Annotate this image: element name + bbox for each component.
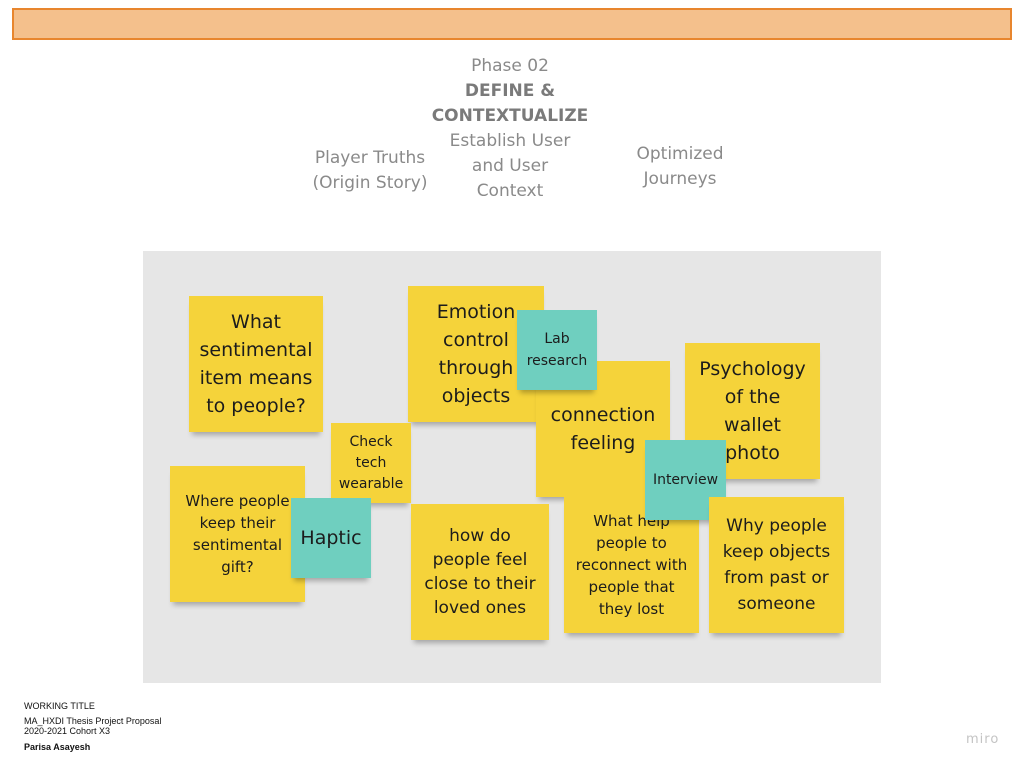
note-line: close to their: [424, 574, 536, 594]
note-line: someone: [737, 594, 816, 614]
note-line: Emotion: [436, 301, 516, 323]
author-name: Parisa Asayesh: [24, 742, 91, 752]
note-line: Why people: [726, 516, 827, 536]
note-line: feeling: [570, 432, 636, 454]
note-line: What: [231, 311, 281, 333]
stage-mid-line3: Context: [476, 181, 544, 201]
note-line: control: [443, 329, 509, 351]
note-line: to people?: [206, 395, 306, 417]
note-line: from past or: [724, 568, 829, 588]
stage-right-line2: Journeys: [643, 169, 717, 189]
footer: WORKING TITLE MA_HXDI Thesis Project Pro…: [24, 700, 161, 753]
sticky-note-teal[interactable]: Lab research: [517, 310, 597, 390]
note-line: people to: [596, 534, 667, 552]
working-title: WORKING TITLE: [24, 701, 95, 711]
sticky-note[interactable]: how do people feel close to their loved …: [411, 504, 549, 640]
note-line: reconnect with: [575, 556, 688, 574]
sticky-note[interactable]: Why people keep objects from past or som…: [709, 497, 844, 633]
sticky-note[interactable]: Check tech wearable: [331, 423, 411, 503]
note-line: of the: [724, 386, 781, 408]
note-line: Interview: [652, 472, 719, 488]
note-line: item means: [199, 367, 313, 389]
note-line: connection: [550, 404, 656, 426]
top-banner: [12, 8, 1012, 40]
note-line: objects: [441, 385, 511, 407]
note-line: keep objects: [722, 542, 831, 562]
sticky-note[interactable]: Where people keep their sentimental gift…: [170, 466, 305, 602]
note-line: wearable: [338, 475, 404, 492]
cohort: 2020-2021 Cohort X3: [24, 726, 111, 736]
note-line: how do: [449, 526, 511, 546]
note-line: gift?: [221, 558, 254, 576]
note-line: Where people: [185, 492, 290, 510]
phase-title-line1: DEFINE &: [464, 81, 556, 101]
note-line: loved ones: [433, 598, 527, 618]
sticky-note-teal[interactable]: Interview: [645, 440, 726, 520]
sticky-note-teal[interactable]: Haptic: [291, 498, 371, 578]
miro-logo: miro: [966, 732, 1000, 747]
stage-optimized-journeys: Optimized Journeys: [610, 142, 750, 192]
note-line: people feel: [432, 550, 528, 570]
note-line: keep their: [199, 514, 276, 532]
note-line: people that: [588, 578, 675, 596]
sticky-note[interactable]: What help people to reconnect with peopl…: [564, 497, 699, 633]
note-line: Psychology: [699, 358, 806, 380]
stage-right-line1: Optimized: [636, 144, 724, 164]
stage-establish-context: Establish User and User Context: [440, 129, 580, 204]
note-line: Lab: [544, 331, 570, 347]
sticky-note-board[interactable]: What sentimental item means to people? E…: [143, 251, 881, 683]
note-line: wallet: [724, 414, 781, 436]
phase-title: Phase 02 DEFINE & CONTEXTUALIZE: [410, 54, 610, 129]
stage-player-truths: Player Truths (Origin Story): [300, 146, 440, 196]
project-name: MA_HXDI Thesis Project Proposal: [24, 716, 162, 726]
note-line: sentimental: [199, 339, 313, 361]
note-line: sentimental: [192, 536, 283, 554]
stage-left-line2: (Origin Story): [312, 173, 428, 193]
sticky-note[interactable]: What sentimental item means to people?: [189, 296, 323, 432]
stage-mid-line2: and User: [471, 156, 549, 176]
stage-mid-line1: Establish User: [449, 131, 571, 151]
note-line: Haptic: [300, 527, 362, 549]
phase-label: Phase 02: [471, 56, 549, 76]
sticky-note[interactable]: Psychology of the wallet photo: [685, 343, 820, 479]
phase-title-line2: CONTEXTUALIZE: [431, 106, 589, 126]
note-line: through: [438, 357, 514, 379]
note-line: they lost: [598, 600, 665, 618]
note-line: Check: [349, 433, 393, 450]
stage-left-line1: Player Truths: [314, 148, 426, 168]
note-line: research: [526, 353, 588, 369]
note-line: photo: [725, 442, 780, 464]
note-line: tech: [355, 454, 387, 471]
